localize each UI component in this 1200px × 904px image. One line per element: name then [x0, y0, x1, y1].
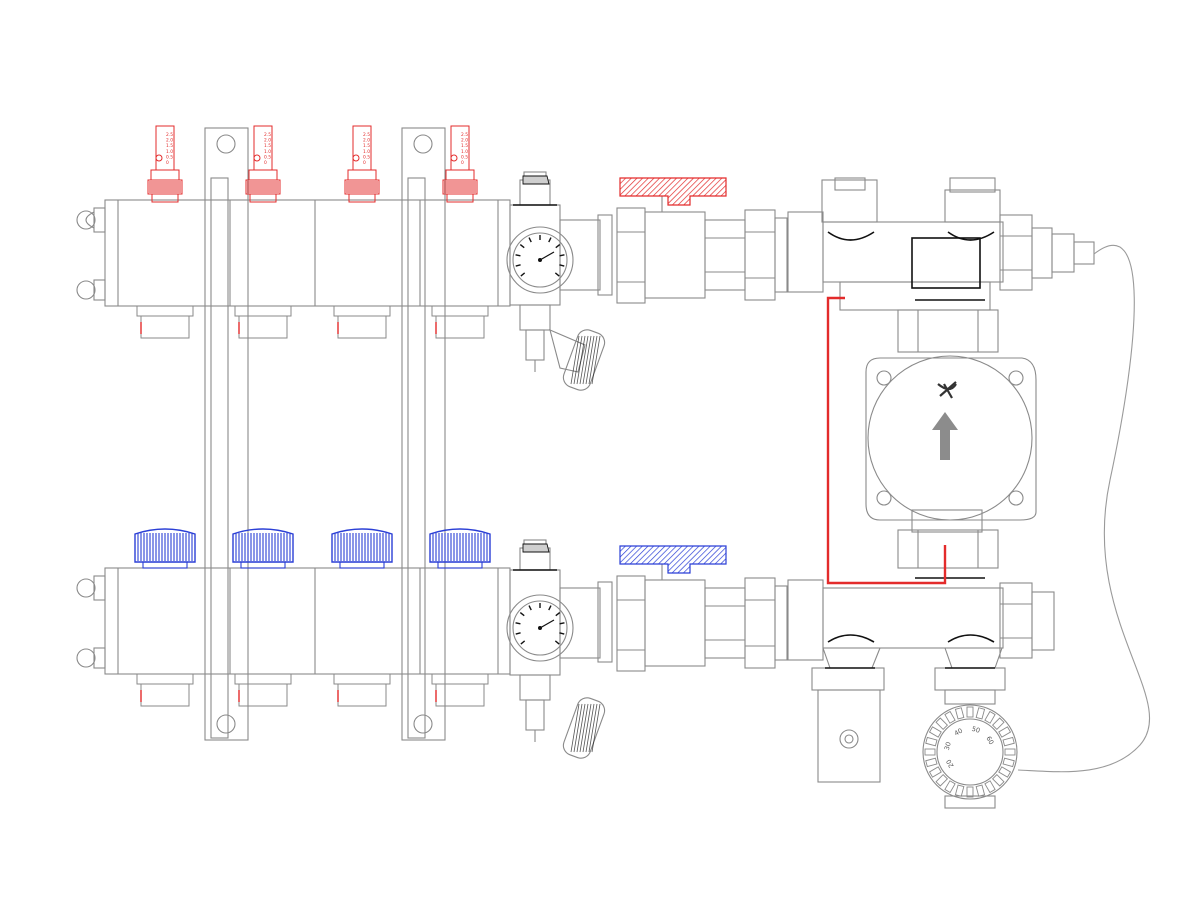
gauge-ticks: [515, 235, 565, 645]
flowmeter-scale-label: 2.0: [461, 138, 468, 144]
flowmeter-scale-label: 2.5: [363, 132, 370, 138]
pressure-gauge-icon: [515, 235, 565, 277]
flowmeter-scale-label: 0.5: [166, 154, 173, 160]
flowmeter-scale-label: 2.5: [264, 132, 271, 138]
flowmeter-scale-label: 0.5: [264, 154, 271, 160]
bypass-flow-line: [826, 296, 947, 585]
return-valve-cap-2: [232, 528, 294, 569]
flow-direction-arrow-icon: [932, 412, 958, 460]
pressure-gauge-icon: [515, 603, 565, 645]
mixing-block-upper: [787, 177, 1095, 311]
flowmeter-scale-label: 1.0: [363, 149, 370, 155]
supply-manifold-bar: [104, 199, 511, 307]
return-outlet-port-4: [431, 673, 489, 707]
supply-air-vent-top: [76, 207, 106, 233]
supply-outlet-port-4: [431, 305, 489, 339]
thermostat-dial-label: 20: [945, 758, 956, 769]
supply-outlet-ports: [136, 305, 489, 339]
thermostat-dial-label: 50: [971, 725, 981, 735]
return-drain-plug: [76, 647, 106, 669]
circulation-pump: [865, 355, 1037, 521]
return-ball-valve: [616, 564, 746, 672]
drain-valve-cap: [570, 335, 601, 385]
supply-drain-plug: [76, 279, 106, 301]
flowmeter-scale-label: 0: [166, 160, 169, 166]
return-outlet-port-1: [136, 673, 194, 707]
thermostat-dial-label: 30: [943, 741, 953, 751]
ribbed-details: [522, 175, 1016, 798]
flowmeter-scale-label: 0: [264, 160, 267, 166]
flowmeter-scale-label: 2.0: [264, 138, 271, 144]
flowmeter-scale-label: 0: [363, 160, 366, 166]
return-outlet-port-3: [333, 673, 391, 707]
pump-coupling-bottom: [897, 509, 999, 569]
dark-accent-lines: [513, 204, 995, 669]
mounting-bracket-left: [204, 127, 249, 741]
flowmeter-1: 2.52.01.51.00.50: [147, 125, 183, 203]
return-union-nut: [744, 577, 788, 669]
return-manifold-bar: [104, 567, 511, 675]
flowmeter-scale-label: 1.0: [166, 149, 173, 155]
return-outlet-port-2: [234, 673, 292, 707]
mixing-block-lower: [787, 579, 1055, 669]
flowmeter-4: 2.52.01.51.00.50: [442, 125, 478, 203]
return-valve-handle: [619, 545, 727, 574]
return-pressure-gauge: [506, 594, 574, 662]
flowmeter-scale-label: 1.0: [264, 149, 271, 155]
supply-ball-valve: [616, 196, 746, 304]
flowmeters: 2.52.01.51.00.502.52.01.51.00.502.52.01.…: [147, 125, 478, 203]
flowmeter-scale-label: 1.5: [264, 143, 271, 149]
return-valve-cap-4: [429, 528, 491, 569]
flowmeter-scale-label: 1.0: [461, 149, 468, 155]
thermostat-dial-label: 60: [984, 735, 995, 746]
flowmeter-scale-label: 2.0: [363, 138, 370, 144]
flowmeter-scale-label: 1.5: [166, 143, 173, 149]
flowmeter-scale-label: 2.5: [166, 132, 173, 138]
return-outlet-ports: [136, 673, 489, 707]
thermostat-dial-label: 40: [953, 727, 964, 738]
supply-pressure-gauge: [506, 226, 574, 294]
supply-union-nut: [744, 209, 788, 301]
supply-outlet-port-1: [136, 305, 194, 339]
flowmeter-scale-label: 2.5: [461, 132, 468, 138]
flowmeter-scale-label: 2.0: [166, 138, 173, 144]
mounting-bracket-right: [401, 127, 446, 741]
supply-outlet-port-2: [234, 305, 292, 339]
bypass-ball-valve: [811, 667, 885, 783]
grundfos-logo-icon: [937, 381, 957, 399]
return-valve-caps: [134, 528, 491, 569]
flowmeter-scale-label: 0: [461, 160, 464, 166]
return-air-vent-top: [76, 575, 106, 601]
flowmeter-scale-label: 0.5: [461, 154, 468, 160]
supply-outlet-port-3: [333, 305, 391, 339]
flowmeter-scale-label: 0.5: [363, 154, 370, 160]
air-vent-cap: [522, 543, 550, 553]
thermostat-dial-ring: [924, 706, 1016, 798]
flowmeter-scale-label: 1.5: [363, 143, 370, 149]
flowmeter-scale-label: 1.5: [461, 143, 468, 149]
return-valve-cap-3: [331, 528, 393, 569]
pump-coupling-top: [897, 309, 999, 353]
supply-valve-handle: [619, 177, 727, 206]
flowmeter-3: 2.52.01.51.00.50: [344, 125, 380, 203]
return-valve-cap-1: [134, 528, 196, 569]
thermostatic-head: [922, 667, 1018, 809]
flowmeter-2: 2.52.01.51.00.50: [245, 125, 281, 203]
capillary-tube: [1017, 244, 1151, 773]
drain-valve-cap: [570, 703, 601, 753]
air-vent-cap: [522, 175, 550, 185]
